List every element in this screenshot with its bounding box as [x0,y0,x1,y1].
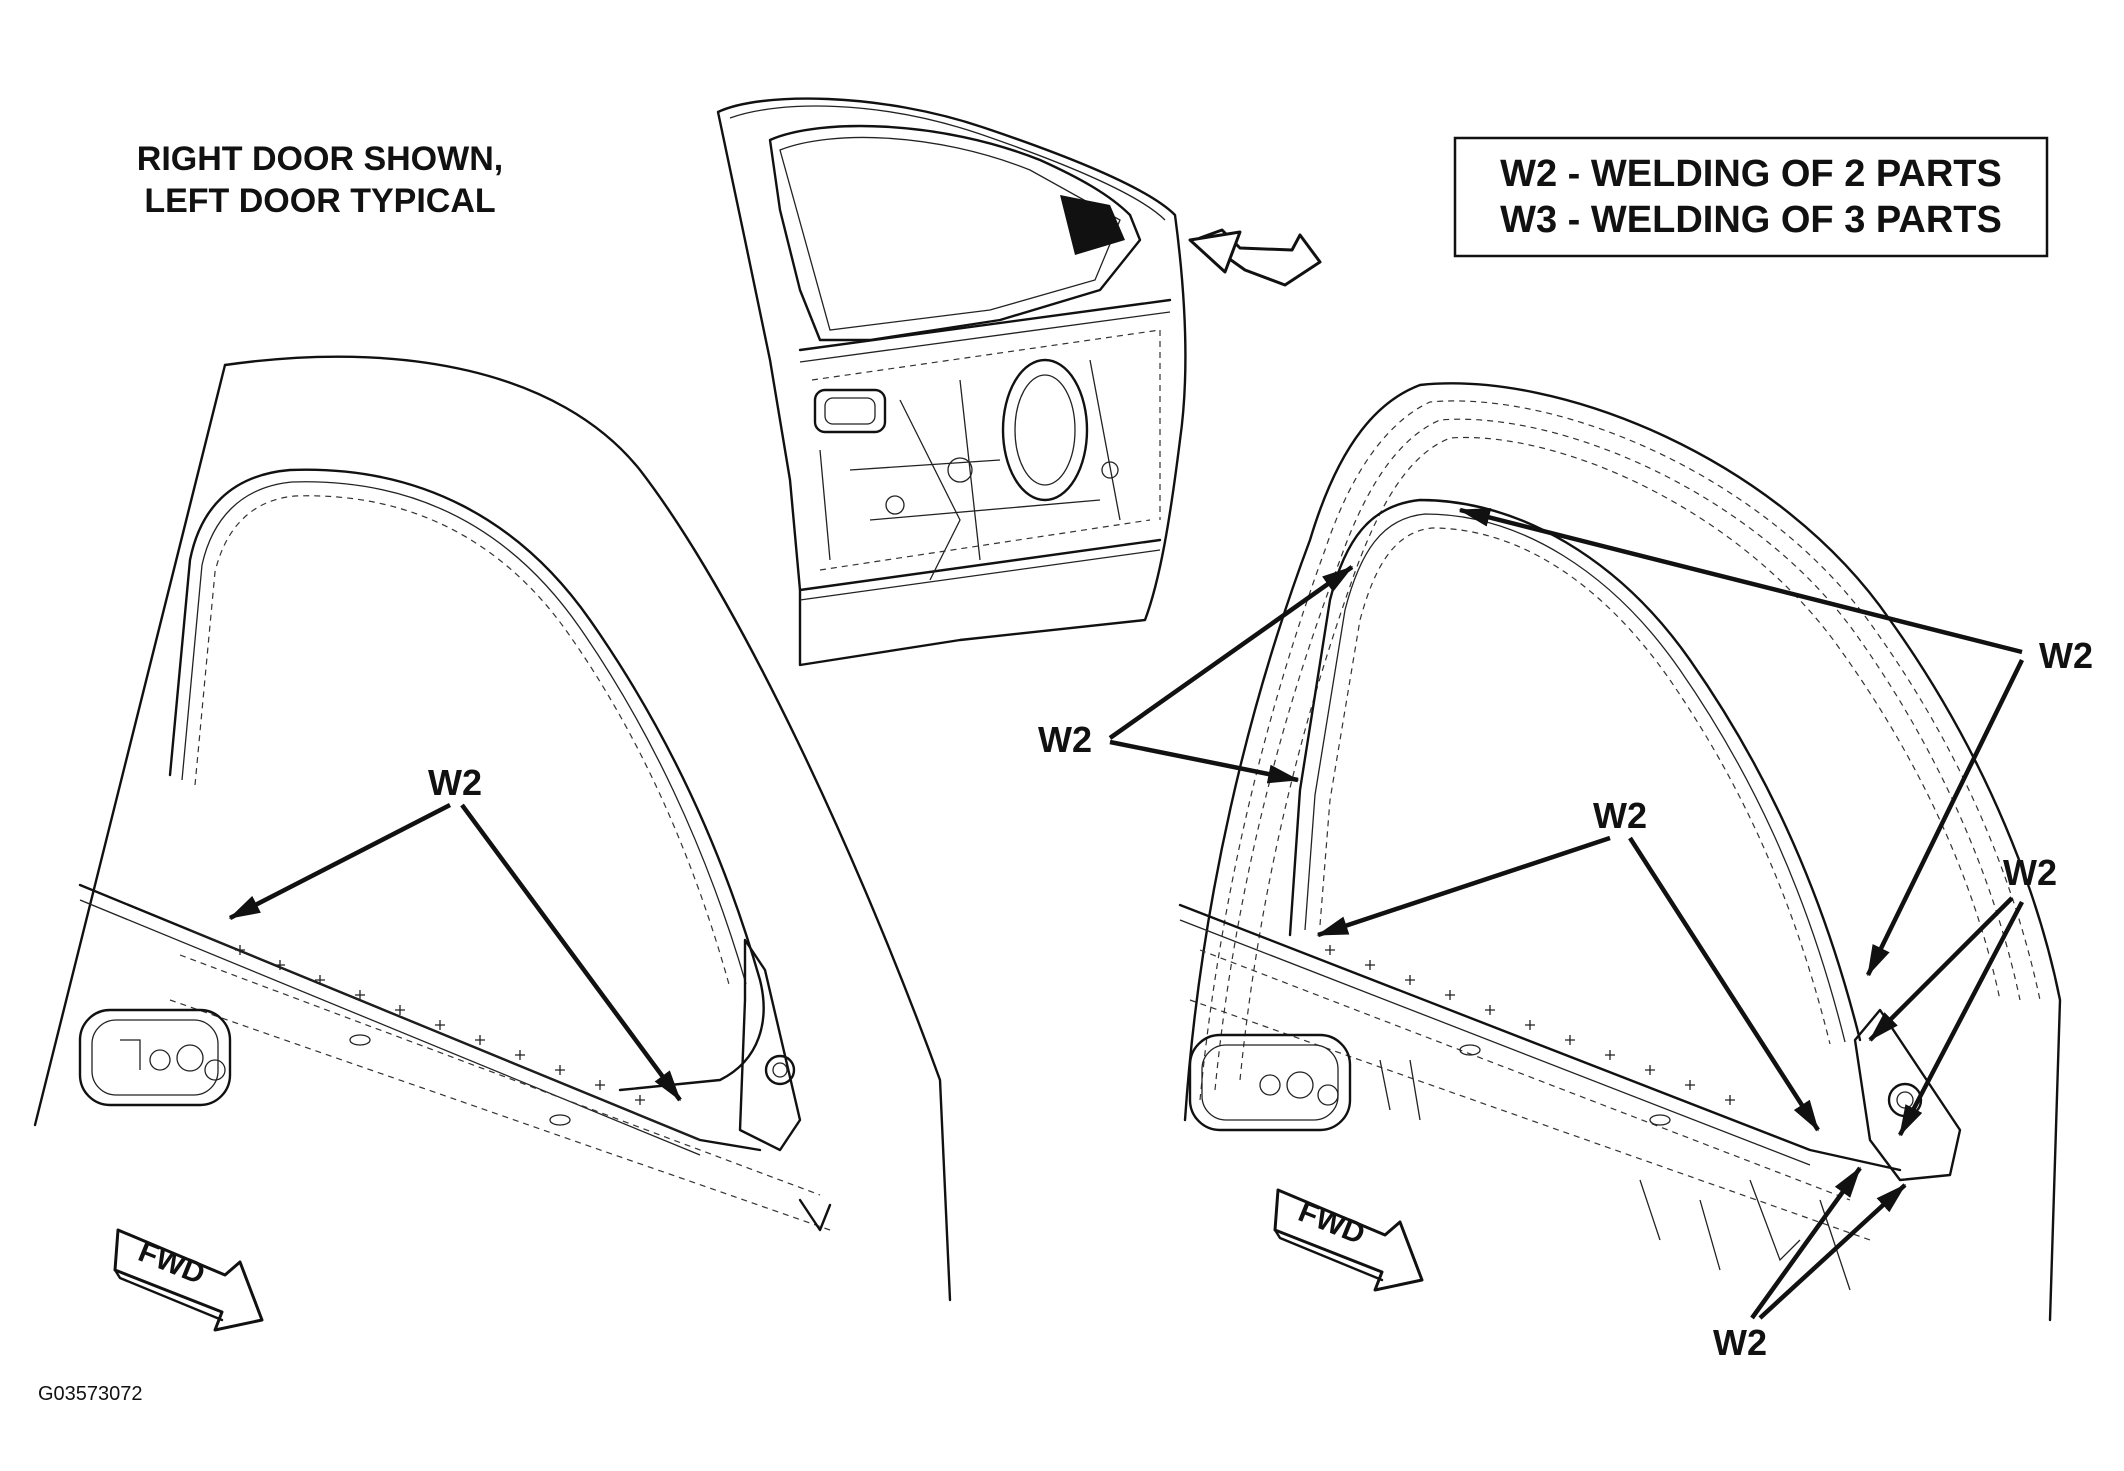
weld-label-right-bottom: W2 [1713,1322,1767,1363]
legend-box: W2 - WELDING OF 2 PARTS W3 - WELDING OF … [1453,136,2049,258]
weld-arrow-right-center-2 [1628,836,1820,1132]
weld-label-right-center: W2 [1593,795,1647,836]
door-right-detail [1178,382,2062,1322]
weld-arrow-left-1 [228,802,452,921]
fwd-arrow-left-icon: FWD [113,1228,264,1332]
note-line-1: RIGHT DOOR SHOWN, [137,140,503,178]
weld-arrow-right-mirror-1 [1868,896,2014,1042]
weld-arrow-left-2 [460,803,682,1102]
weld-arrow-right-center-1 [1316,835,1611,938]
fwd-arrow-right-icon: FWD [1273,1188,1424,1292]
door-overview [716,97,1187,667]
legend-line-1: W2 - WELDING OF 2 PARTS [1500,153,2002,195]
weld-label-right-left: W2 [1038,719,1092,760]
weld-label-right-mirror: W2 [2003,852,2057,893]
door-left-detail [33,355,952,1302]
weld-arrow-right-top-1 [1458,507,2023,655]
weld-arrow-right-mirror-2 [1898,900,2024,1137]
weld-label-left: W2 [428,762,482,803]
figure-code: G03573072 [38,1383,143,1405]
legend-line-2: W3 - WELDING OF 3 PARTS [1500,199,2002,241]
view-direction-arrow-icon [1188,228,1322,287]
weld-arrow-right-top-2 [1865,659,2025,977]
weld-label-right-top: W2 [2039,635,2093,676]
weld-arrow-right-bottom-1 [1750,1166,1862,1320]
weld-arrow-right-left-2 [1109,739,1300,784]
weld-arrow-right-bottom-2 [1758,1183,1907,1320]
weld-arrow-right-left-1 [1108,565,1354,740]
note-line-2: LEFT DOOR TYPICAL [144,182,495,220]
